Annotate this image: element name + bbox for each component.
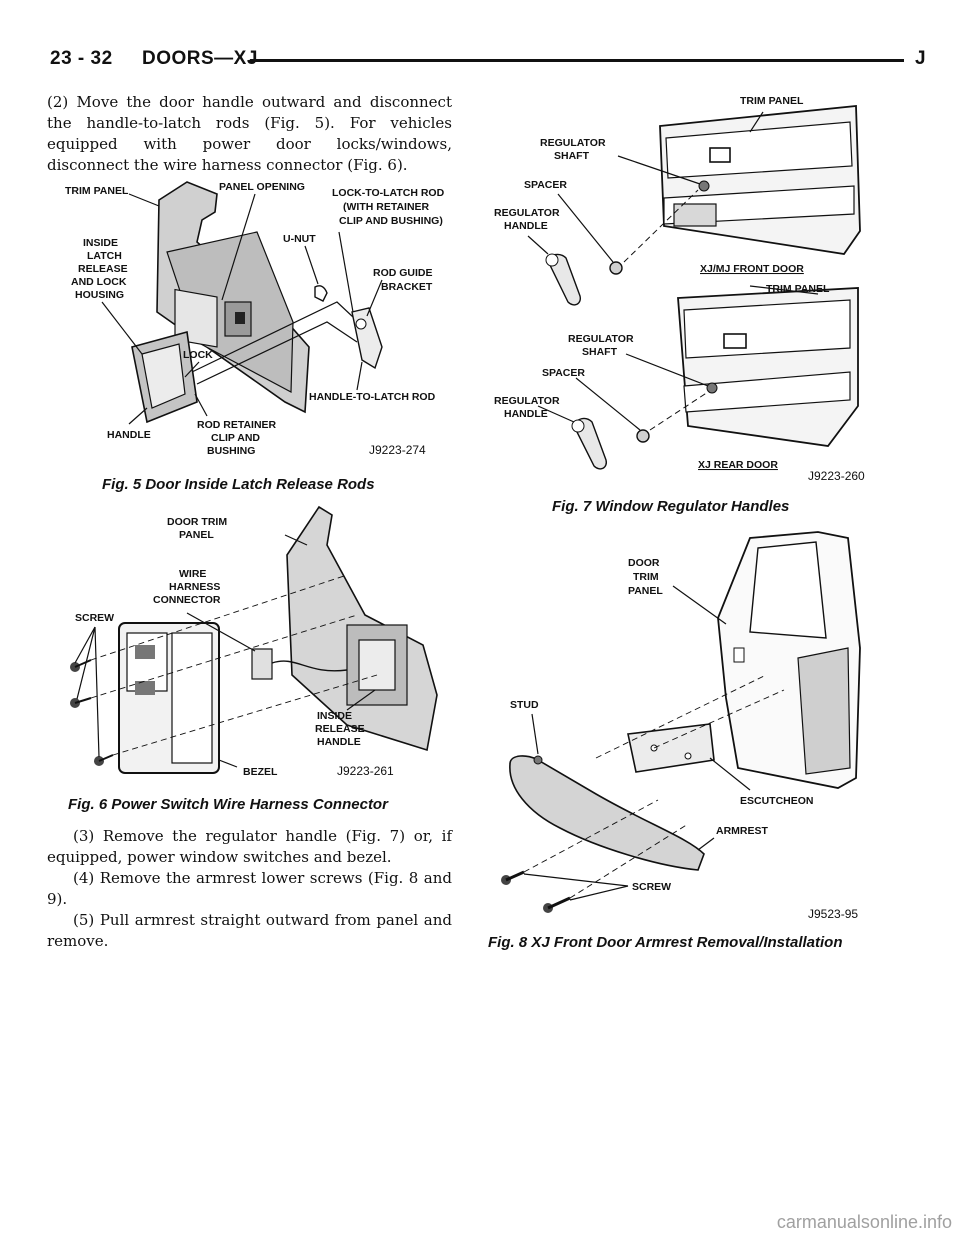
fig6-caption: Fig. 6 Power Switch Wire Harness Connect… bbox=[68, 796, 388, 813]
screw-icon bbox=[543, 896, 571, 913]
fig7-caption: Fig. 7 Window Regulator Handles bbox=[552, 498, 790, 515]
fig7-label-rear-door: XJ REAR DOOR bbox=[698, 459, 778, 471]
fig6-label-door-trim-2: PANEL bbox=[179, 529, 214, 541]
fig5-label-u-nut: U-NUT bbox=[283, 233, 316, 245]
fig5-label-rod-guide-2: BRACKET bbox=[381, 281, 433, 293]
fig8-caption: Fig. 8 XJ Front Door Armrest Removal/Ins… bbox=[488, 934, 843, 951]
fig5-label-inside-5: HOUSING bbox=[75, 289, 124, 301]
fig6-label-wire-3: CONNECTOR bbox=[153, 594, 221, 606]
fig7-label-front-door: XJ/MJ FRONT DOOR bbox=[700, 263, 804, 275]
fig6-label-wire-1: WIRE bbox=[179, 568, 206, 580]
fig6-id: J9223-261 bbox=[337, 764, 394, 778]
fig7-label-trim-panel-front: TRIM PANEL bbox=[740, 95, 804, 107]
fig6-label-bezel: BEZEL bbox=[243, 766, 278, 778]
fig8-label-escutcheon: ESCUTCHEON bbox=[740, 795, 814, 807]
fig5-label-inside-3: RELEASE bbox=[78, 263, 128, 275]
fig8-label-door-trim-1: DOOR bbox=[628, 557, 660, 569]
fig6-label-screw: SCREW bbox=[75, 612, 114, 624]
fig6-label-inside-3: HANDLE bbox=[317, 736, 361, 748]
fig5-label-lock-to-latch-2: (WITH RETAINER bbox=[343, 201, 430, 213]
fig7-diagram: TRIM PANEL REGULATOR SHAFT SPACER REGULA… bbox=[494, 95, 865, 483]
screw-icon bbox=[94, 754, 114, 766]
fig8-id: J9523-95 bbox=[808, 907, 858, 921]
fig5-label-retainer-3: BUSHING bbox=[207, 445, 255, 457]
fig8-diagram: DOOR TRIM PANEL STUD ESCUTCHEON ARMREST … bbox=[501, 531, 861, 921]
fig7-label-reg-shaft-rear-2: SHAFT bbox=[582, 346, 618, 358]
fig8-label-armrest: ARMREST bbox=[716, 825, 769, 837]
fig7-label-reg-shaft-1: REGULATOR bbox=[540, 137, 606, 149]
watermark: carmanualsonline.info bbox=[776, 1212, 952, 1232]
fig5-label-handle-to-latch: HANDLE-TO-LATCH ROD bbox=[309, 391, 436, 403]
screw-icon bbox=[70, 697, 92, 708]
fig6-label-door-trim-1: DOOR TRIM bbox=[167, 516, 227, 528]
fig6-label-wire-2: HARNESS bbox=[169, 581, 220, 593]
fig7-label-reg-handle-2: HANDLE bbox=[504, 220, 548, 232]
fig5-label-handle: HANDLE bbox=[107, 429, 151, 441]
fig7-id: J9223-260 bbox=[808, 469, 865, 483]
fig7-label-reg-handle-rear-1: REGULATOR bbox=[494, 395, 560, 407]
screw-icon bbox=[70, 659, 92, 672]
fig7-label-spacer-rear: SPACER bbox=[542, 367, 585, 379]
fig5-label-inside-4: AND LOCK bbox=[71, 276, 127, 288]
step-4-paragraph: (4) Remove the armrest lower screws (Fig… bbox=[47, 869, 452, 908]
fig6-label-inside-1: INSIDE bbox=[317, 710, 352, 722]
section-letter: J bbox=[915, 48, 926, 69]
fig7-label-reg-shaft-2: SHAFT bbox=[554, 150, 590, 162]
section-title: DOORS—XJ bbox=[142, 48, 258, 69]
fig5-diagram: TRIM PANEL PANEL OPENING LOCK-TO-LATCH R… bbox=[65, 181, 445, 457]
fig8-label-screw: SCREW bbox=[632, 881, 671, 893]
page-number: 23 - 32 bbox=[50, 48, 113, 69]
fig7-label-spacer: SPACER bbox=[524, 179, 567, 191]
fig6-diagram: DOOR TRIM PANEL WIRE HARNESS CONNECTOR S… bbox=[70, 505, 438, 778]
fig5-label-rod-guide-1: ROD GUIDE bbox=[373, 267, 433, 279]
fig7-label-reg-shaft-rear-1: REGULATOR bbox=[568, 333, 634, 345]
fig7-label-trim-panel-rear: TRIM PANEL bbox=[766, 283, 830, 295]
fig7-label-reg-handle-rear-2: HANDLE bbox=[504, 408, 548, 420]
fig5-label-lock: LOCK bbox=[183, 349, 213, 361]
fig5-label-retainer-1: ROD RETAINER bbox=[197, 419, 277, 431]
fig5-id: J9223-274 bbox=[369, 443, 426, 457]
screw-icon bbox=[501, 870, 525, 885]
fig5-caption: Fig. 5 Door Inside Latch Release Rods bbox=[102, 476, 375, 493]
fig6-label-inside-2: RELEASE bbox=[315, 723, 365, 735]
step-2-paragraph: (2) Move the door handle outward and dis… bbox=[47, 93, 452, 174]
page-header: 23 - 32 DOORS—XJ J bbox=[0, 0, 960, 80]
fig8-label-door-trim-3: PANEL bbox=[628, 585, 663, 597]
fig5-label-trim-panel: TRIM PANEL bbox=[65, 185, 129, 197]
step-3-paragraph: (3) Remove the regulator handle (Fig. 7)… bbox=[47, 827, 452, 866]
fig7-label-reg-handle-1: REGULATOR bbox=[494, 207, 560, 219]
fig5-label-inside-2: LATCH bbox=[87, 250, 122, 262]
fig5-label-panel-opening: PANEL OPENING bbox=[219, 181, 305, 193]
fig5-label-inside-1: INSIDE bbox=[83, 237, 118, 249]
fig8-label-door-trim-2: TRIM bbox=[633, 571, 659, 583]
step-5-paragraph: (5) Pull armrest straight outward from p… bbox=[47, 911, 452, 950]
fig5-label-lock-to-latch-3: CLIP AND BUSHING) bbox=[339, 215, 443, 227]
fig5-label-lock-to-latch-1: LOCK-TO-LATCH ROD bbox=[332, 187, 445, 199]
header-rule bbox=[250, 59, 904, 62]
fig8-label-stud: STUD bbox=[510, 699, 539, 711]
fig5-label-retainer-2: CLIP AND bbox=[211, 432, 260, 444]
